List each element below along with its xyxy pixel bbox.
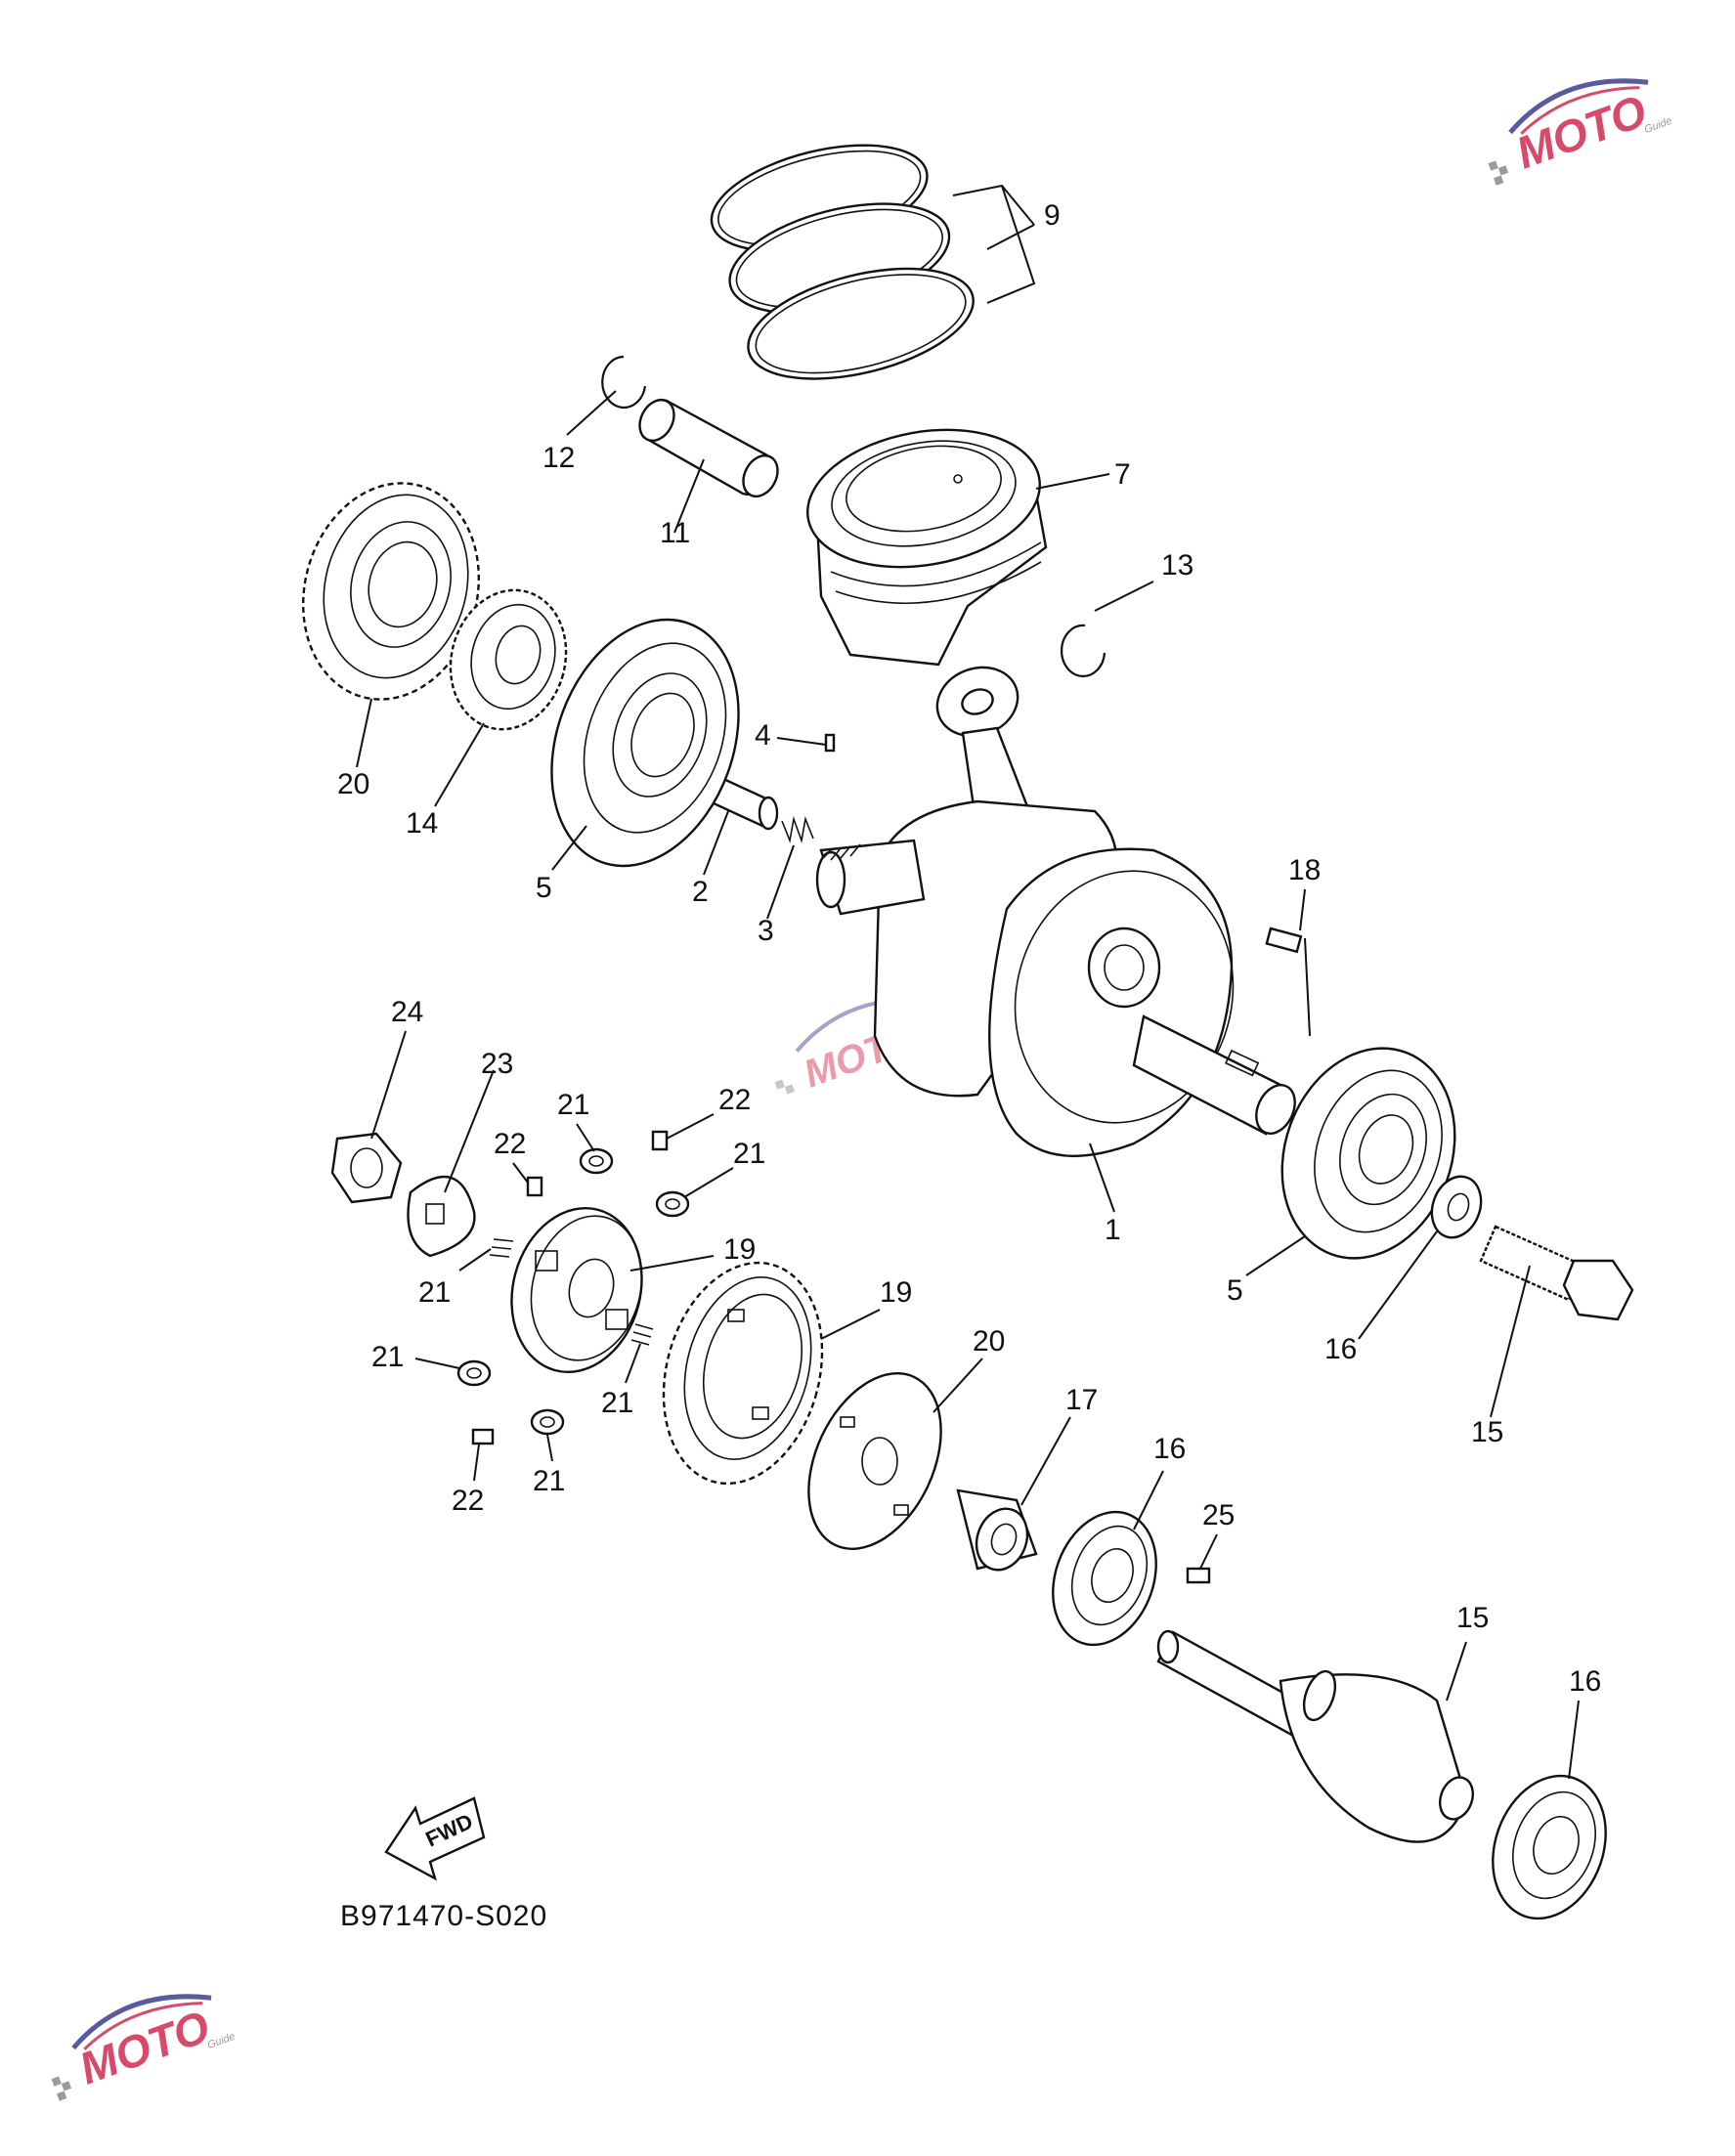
compression-spring [456,1359,492,1387]
callout-9-right: 13 [1161,549,1193,582]
callout-15: 15 [1456,1602,1489,1634]
watermark-logo-text: MOTO [1509,85,1653,179]
callout-13: 18 [1288,854,1321,886]
pin [824,733,836,753]
woodruff-key [1265,927,1303,954]
piston-pin [638,398,779,498]
callout-24: 24 [391,996,423,1028]
drawing-code: B971470-S020 [340,1900,547,1932]
callout-11: 15 [1471,1416,1503,1448]
dowel-pin [471,1428,495,1445]
callout-5-right: 5 [1227,1274,1243,1307]
compression-spring [489,1238,514,1258]
watermark-logo-bottom: MOTO Guide [51,1994,237,2101]
callout-21-bottom: 21 [533,1465,565,1497]
compression-spring [630,1323,654,1346]
balancer-bearing [1492,1774,1607,1920]
callout-5-left: 5 [536,872,552,904]
callout-21-bottom-left: 21 [371,1341,404,1373]
callout-16-lower-text: 16 [1569,1665,1601,1698]
leader-lines [356,184,1580,1780]
callout-2: 2 [692,876,709,908]
callout-18: 19 [880,1276,912,1309]
callout-17: 17 [1065,1384,1098,1416]
piston-ring-set [710,144,975,380]
callout-7: 9 [1044,199,1061,232]
primary-drive-gear [301,482,481,701]
callout-12: 16 [1324,1333,1357,1365]
compression-spring [655,1190,690,1218]
callout-labels: 9 12 11 7 13 4 20 14 5 2 3 18 1 5 16 15 … [337,199,1601,1698]
main-bearing [550,618,740,868]
balancer-driven-gear [662,1261,824,1486]
balancer-shaft [1156,1629,1475,1843]
callout-6: 7 [1114,458,1131,491]
plate [807,1372,942,1550]
callout-9: 12 [542,442,575,474]
callout-22-top: 22 [718,1084,751,1116]
dowel-pin [651,1130,669,1151]
compression-spring [530,1408,565,1436]
piston [806,428,1048,667]
crankshaft-assy [815,666,1296,1158]
callout-22-bottom: 22 [452,1485,484,1517]
collar [956,1488,1038,1572]
balancer-bearing [1052,1510,1157,1647]
callout-8: 11 [660,517,690,549]
callout-21-top-right: 21 [733,1138,765,1170]
washer [1430,1175,1483,1239]
callout-21-top: 21 [557,1089,589,1121]
callout-4: 4 [755,719,771,752]
nut [330,1132,403,1204]
circlip [601,355,647,410]
callout-19-text: 19 [723,1233,756,1266]
circlip [1060,624,1106,677]
callout-22-left: 22 [494,1128,526,1160]
dowel-pin [526,1176,543,1197]
fwd-arrow-icon: FWD [384,1796,486,1881]
lock-washer [407,1175,476,1258]
callout-21-bottom-middle: 21 [601,1387,633,1419]
callout-1: 1 [1105,1214,1121,1246]
callout-23: 23 [481,1048,513,1080]
gear-hub [510,1206,643,1374]
watermark-logo-text-bottom: MOTO [72,2001,216,2094]
callout-3: 3 [758,915,774,947]
callout-25: 25 [1202,1499,1235,1531]
key [1186,1567,1211,1584]
drive-gear-small [449,588,568,731]
callout-16-upper: 16 [1153,1433,1186,1465]
callout-14: 20 [337,768,369,800]
spring [781,815,814,844]
main-bearing [1280,1047,1456,1260]
watermark-logo-top: MOTO Guide [1488,78,1673,186]
callout-20: 20 [973,1325,1005,1358]
callout-21-left: 21 [418,1276,451,1309]
callout-10: 14 [406,807,438,840]
compression-spring [579,1147,614,1175]
flange-bolt [1479,1225,1634,1321]
